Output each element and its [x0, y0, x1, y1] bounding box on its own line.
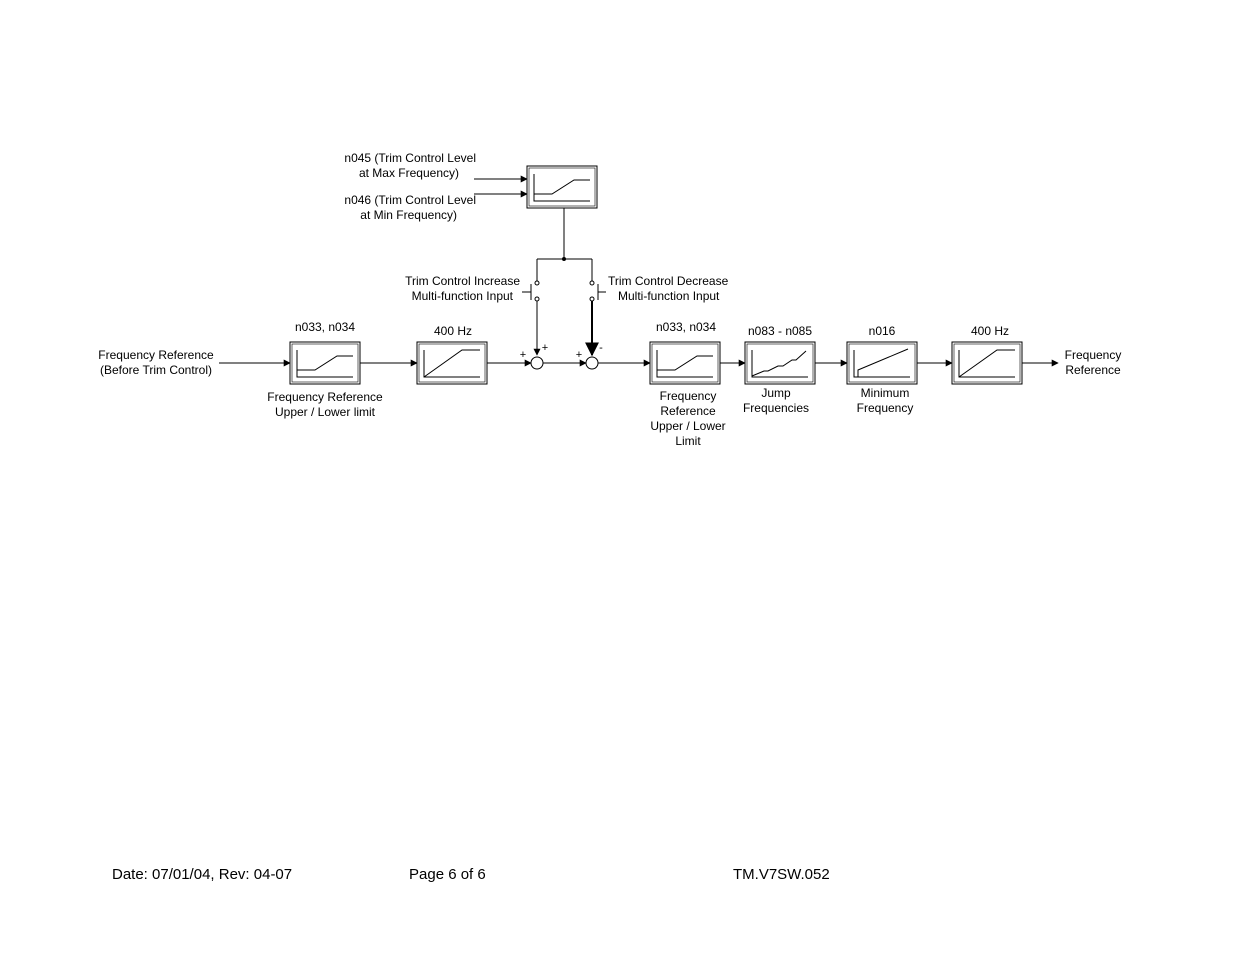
limit-block-2-bottom-line3: Upper / Lower [650, 419, 725, 433]
decrease-switch-label-line2: Multi-function Input [618, 289, 720, 303]
footer-doc-id: TM.V7SW.052 [733, 866, 830, 883]
increase-switch [522, 280, 541, 356]
output-label-line1: Frequency [1065, 348, 1122, 362]
s2-top-sign: - [599, 342, 603, 354]
limit-block-1-bottom-line2: Upper / Lower limit [275, 405, 376, 419]
footer-page: Page 6 of 6 [409, 866, 486, 883]
min-freq-block-bottom-line1: Minimum [861, 386, 910, 400]
increase-switch-label-line1: Trim Control Increase [405, 274, 520, 288]
limit-block-1 [289, 341, 361, 385]
decrease-switch-label-line1: Trim Control Decrease [608, 274, 729, 288]
limit-block-1-top-label: n033, n034 [295, 320, 355, 334]
jump-freq-block-bottom-line2: Frequencies [743, 401, 809, 415]
summing-junction-2 [585, 356, 599, 370]
limit-block-1-bottom-line1: Frequency Reference [267, 390, 383, 404]
footer-date: Date: 07/01/04, Rev: 04-07 [112, 866, 293, 883]
limit-block-2-bottom-line1: Frequency [660, 389, 717, 403]
input-label-line1: Frequency Reference [98, 348, 214, 362]
jump-freq-block-top-label: n083 - n085 [748, 324, 812, 338]
max-freq-block-1 [416, 341, 488, 385]
min-freq-block-top-label: n016 [869, 324, 896, 338]
min-freq-block-bottom-line2: Frequency [857, 401, 914, 415]
summing-junction-1 [530, 356, 544, 370]
s1-left-sign: + [520, 349, 526, 361]
trim-level-min-label-line1: n046 (Trim Control Level [344, 193, 476, 207]
max-freq-block-2 [951, 341, 1023, 385]
max-freq-block-1-top-label: 400 Hz [434, 324, 472, 338]
trim-level-max-label-line1: n045 (Trim Control Level [344, 151, 476, 165]
limit-block-2 [649, 341, 721, 385]
min-freq-block [846, 341, 918, 385]
limit-block-2-top-label: n033, n034 [656, 320, 716, 334]
jump-freq-block-bottom-line1: Jump [761, 386, 791, 400]
increase-switch-label-line2: Multi-function Input [412, 289, 514, 303]
trim-level-block [526, 165, 598, 209]
decrease-switch [585, 280, 606, 357]
max-freq-block-2-top-label: 400 Hz [971, 324, 1009, 338]
output-label-line2: Reference [1065, 363, 1121, 377]
trim-level-max-label-line2: at Max Frequency) [359, 166, 459, 180]
limit-block-2-bottom-line2: Reference [660, 404, 716, 418]
input-label-line2: (Before Trim Control) [100, 363, 212, 377]
s2-left-sign: + [576, 349, 582, 361]
jump-freq-block [744, 341, 816, 385]
trim-level-min-label-line2: at Min Frequency) [360, 208, 457, 222]
trim-split-junction [562, 257, 566, 261]
s1-top-sign: + [542, 342, 548, 354]
limit-block-2-bottom-line4: Limit [675, 434, 701, 448]
